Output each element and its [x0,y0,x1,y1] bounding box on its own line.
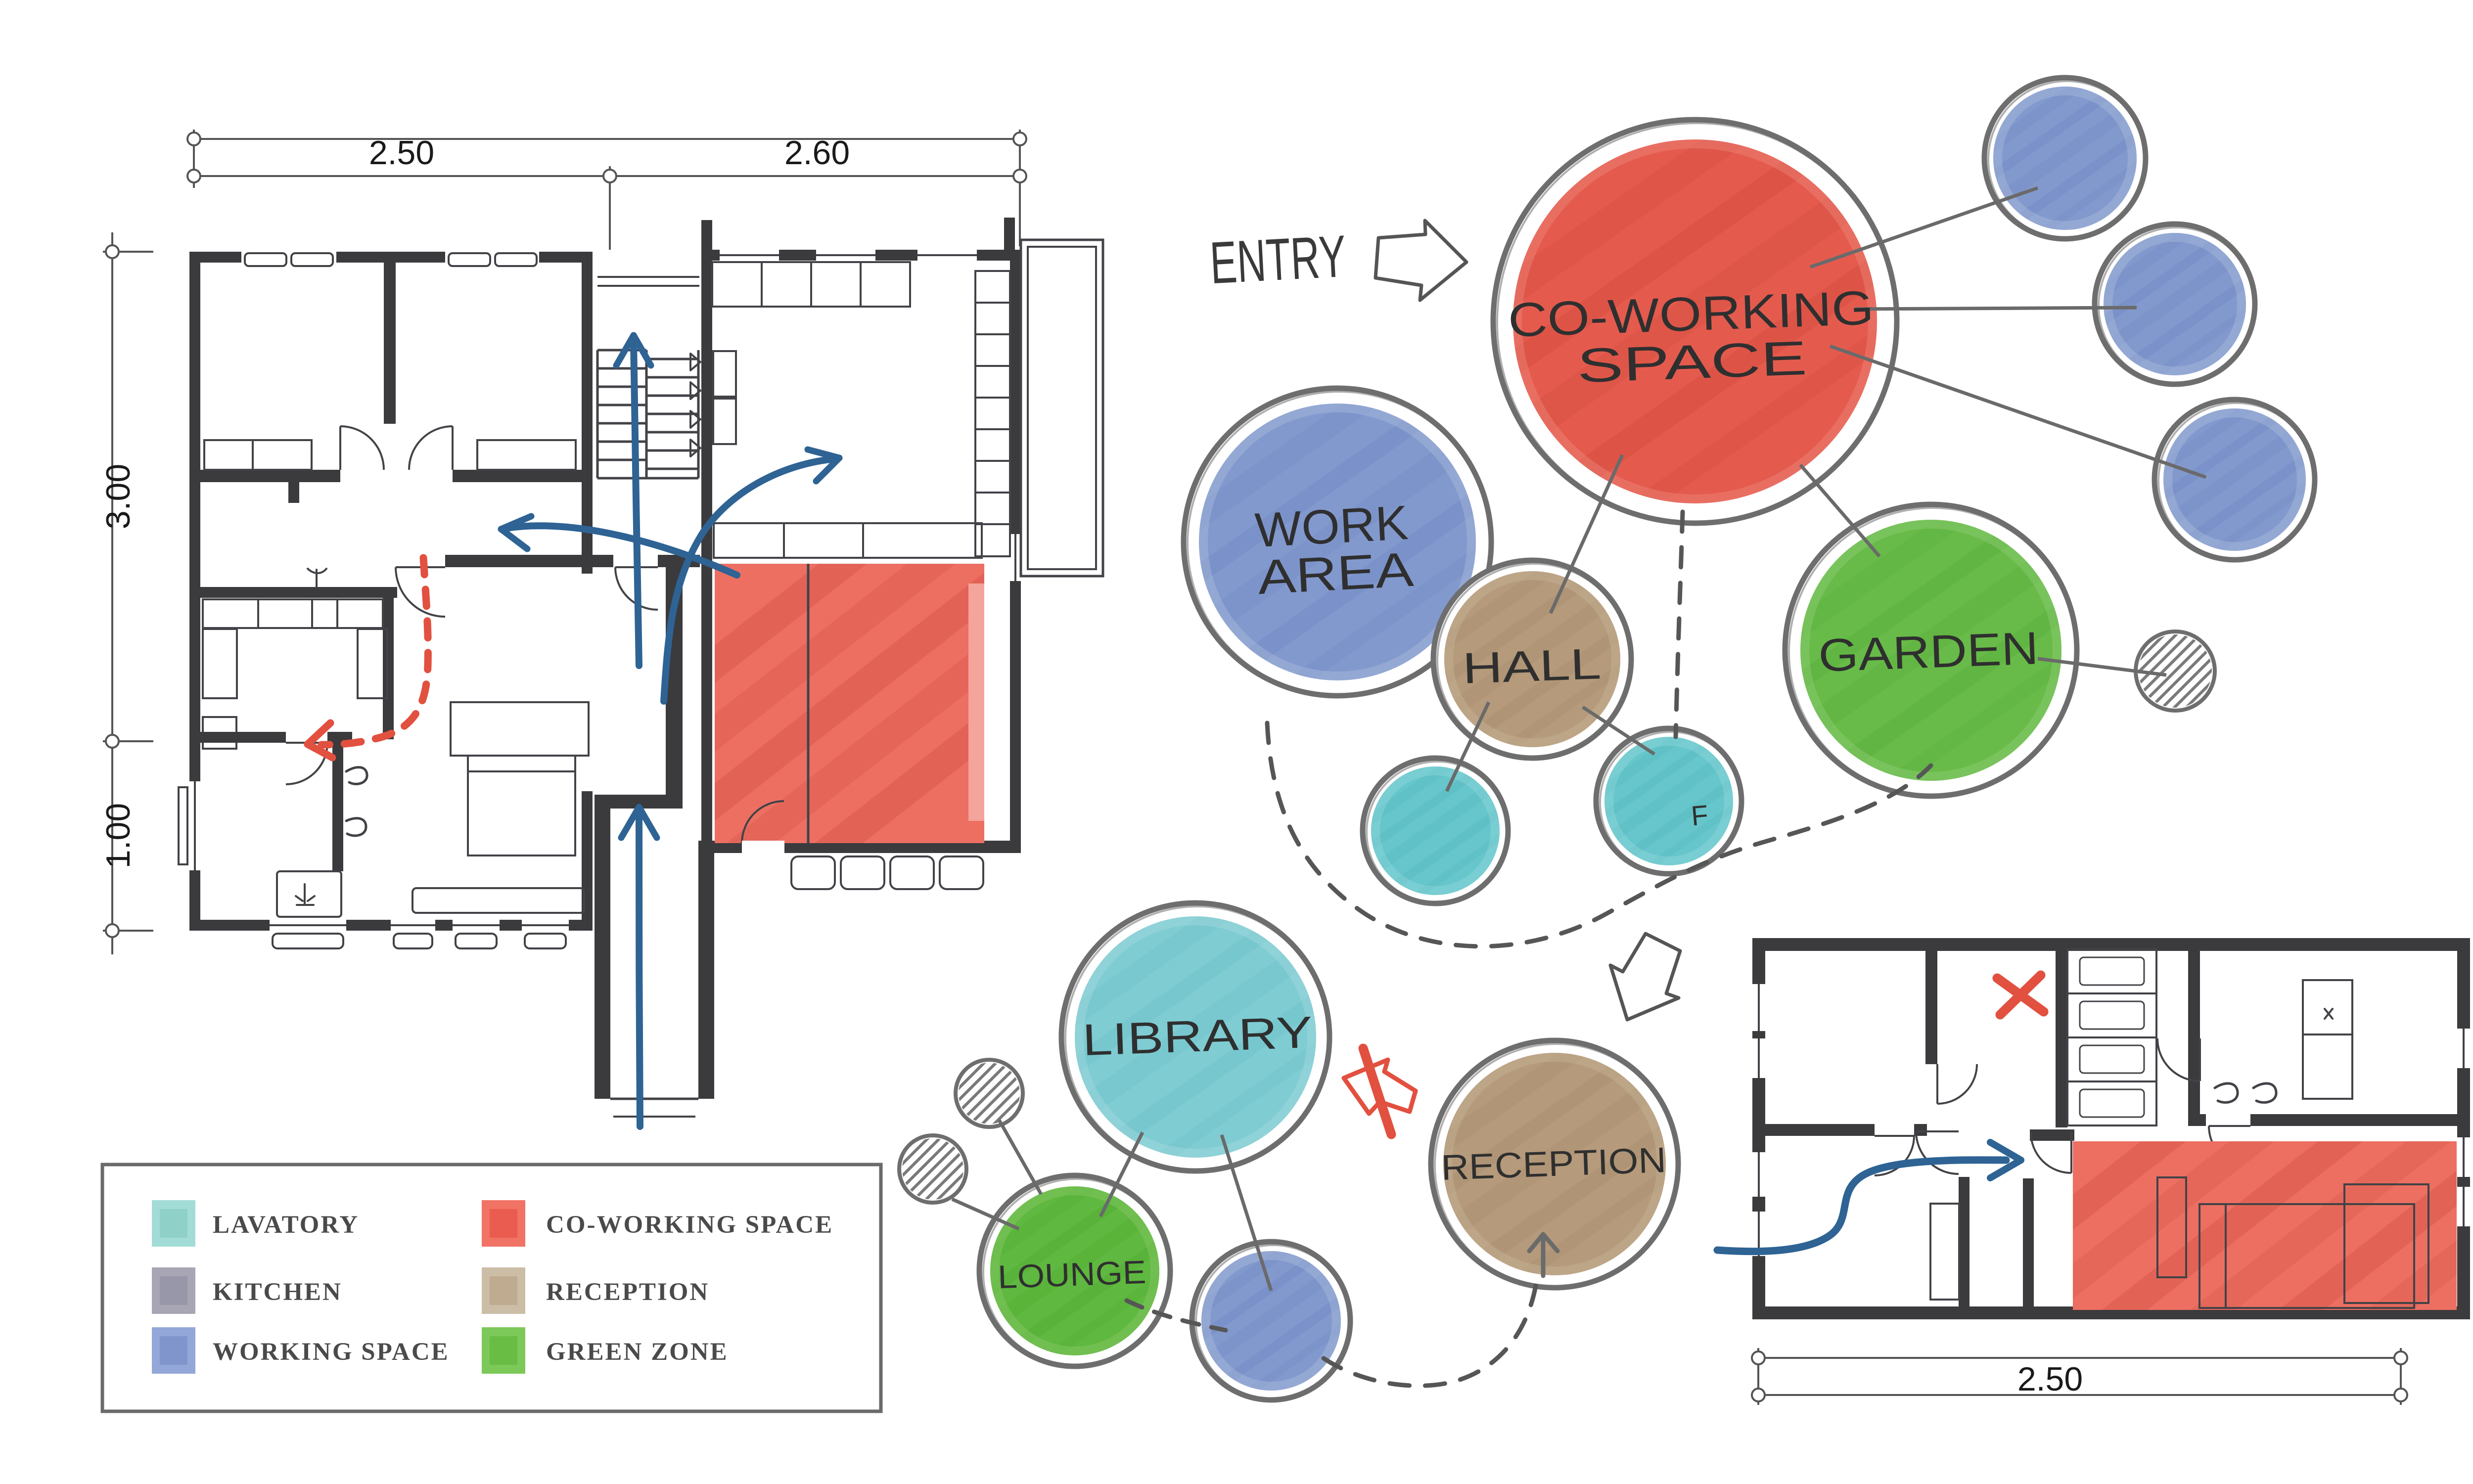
svg-text:ENTRY: ENTRY [1208,223,1348,296]
svg-text:SPACE: SPACE [1576,331,1808,393]
svg-text:GREEN ZONE: GREEN ZONE [546,1338,729,1366]
svg-text:RECEPTION: RECEPTION [1440,1140,1667,1188]
svg-text:GARDEN: GARDEN [1818,622,2039,681]
svg-text:F: F [1690,799,1710,832]
svg-text:CO-WORKING SPACE: CO-WORKING SPACE [546,1211,833,1239]
svg-text:1.00: 1.00 [99,803,137,868]
svg-text:2.50: 2.50 [2017,1360,2083,1398]
svg-text:LOUNGE: LOUNGE [997,1254,1146,1295]
svg-text:WORK: WORK [1254,495,1410,557]
svg-text:KITCHEN: KITCHEN [213,1278,342,1306]
svg-text:2.60: 2.60 [784,134,850,172]
svg-text:LIBRARY: LIBRARY [1082,1008,1313,1065]
svg-text:AREA: AREA [1256,542,1415,604]
svg-text:RECEPTION: RECEPTION [546,1278,709,1306]
svg-text:CO-WORKING: CO-WORKING [1507,280,1875,347]
svg-text:3.00: 3.00 [99,464,137,529]
svg-text:LAVATORY: LAVATORY [213,1211,359,1239]
svg-text:WORKING SPACE: WORKING SPACE [213,1338,450,1366]
svg-text:HALL: HALL [1462,639,1602,693]
svg-text:2.50: 2.50 [369,134,434,172]
